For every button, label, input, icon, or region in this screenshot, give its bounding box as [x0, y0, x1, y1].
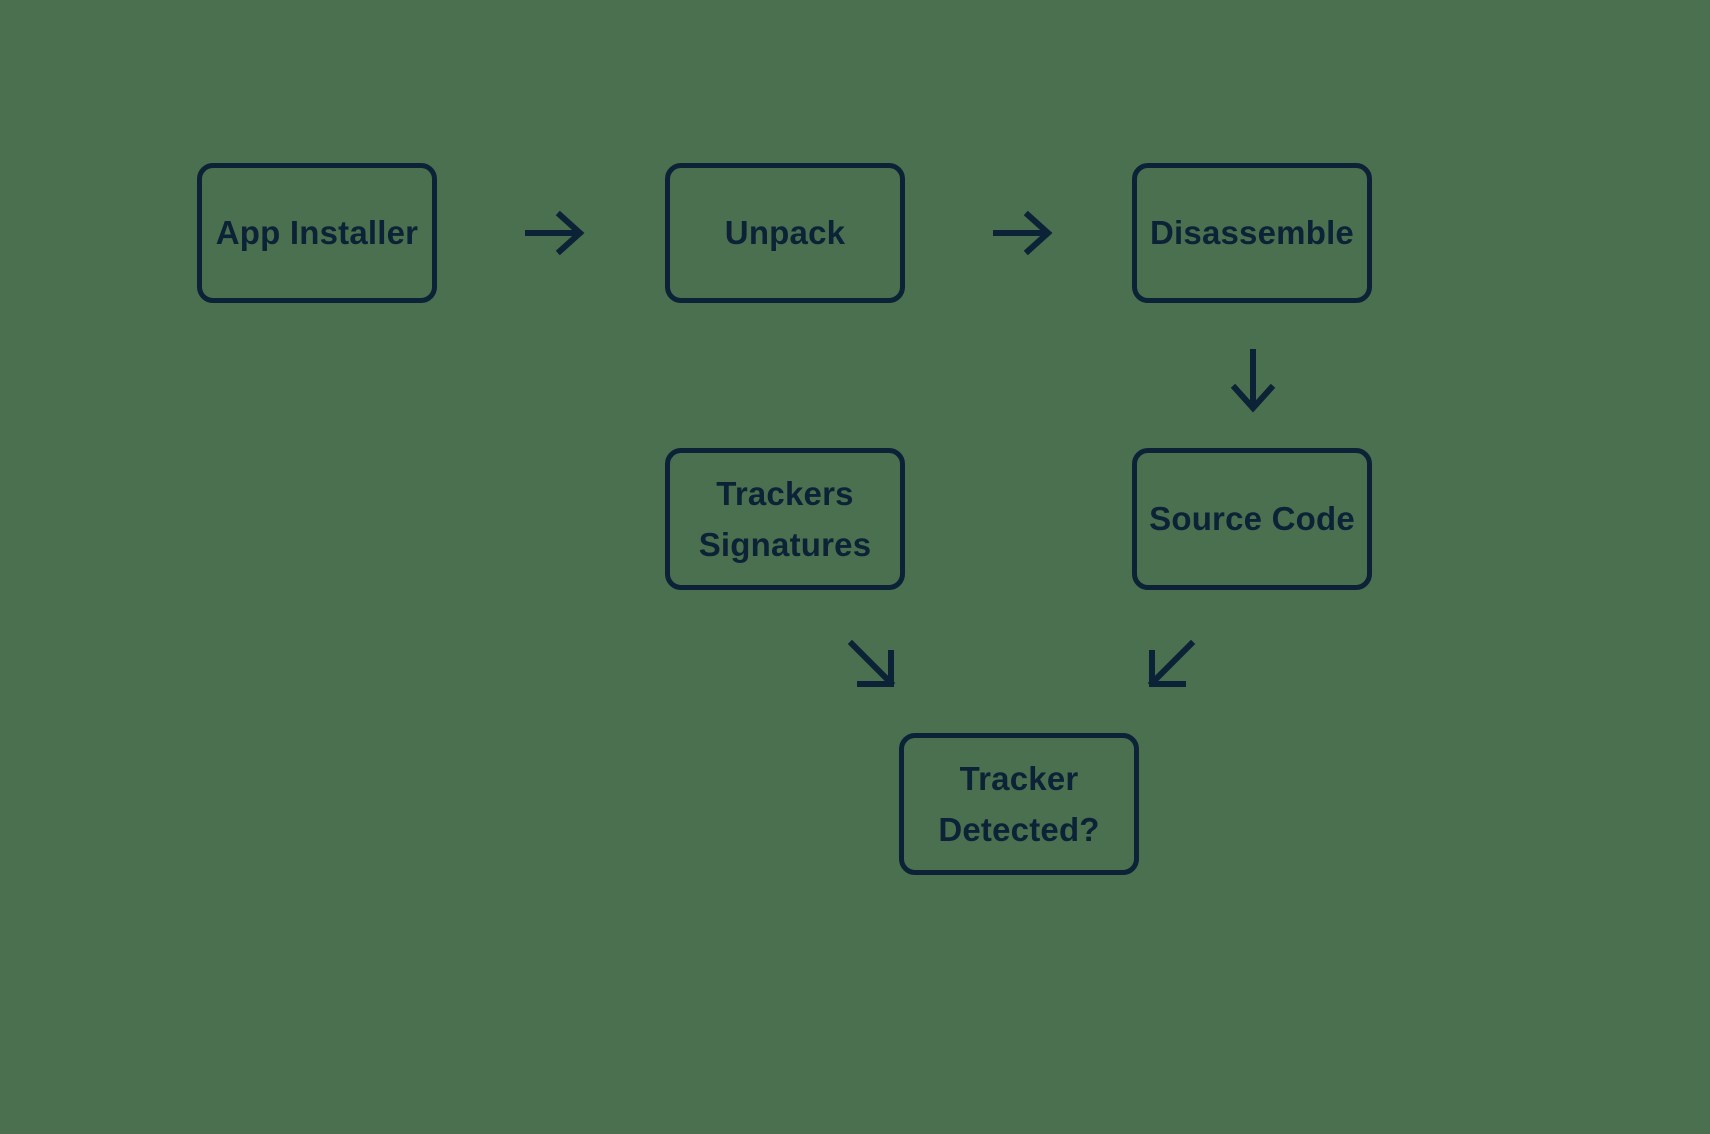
node-trackers-signatures[interactable]: Trackers Signatures — [665, 448, 905, 590]
node-unpack[interactable]: Unpack — [665, 163, 905, 303]
node-tracker-detected-label: Tracker Detected? — [938, 759, 1100, 848]
arrow-right-icon — [992, 205, 1054, 261]
node-source-code-label: Source Code — [1149, 500, 1355, 538]
arrow-right-icon — [524, 205, 586, 261]
node-app-installer[interactable]: App Installer — [197, 163, 437, 303]
node-tracker-detected[interactable]: Tracker Detected? — [899, 733, 1139, 875]
arrow-down-icon — [1228, 348, 1278, 414]
node-disassemble-label: Disassemble — [1150, 214, 1354, 252]
node-unpack-label: Unpack — [724, 214, 846, 252]
arrow-down-right-icon — [845, 637, 901, 693]
node-trackers-signatures-label: Trackers Signatures — [698, 474, 872, 563]
node-source-code[interactable]: Source Code — [1132, 448, 1372, 590]
node-app-installer-label: App Installer — [215, 214, 419, 252]
node-disassemble[interactable]: Disassemble — [1132, 163, 1372, 303]
arrow-down-left-icon — [1142, 637, 1198, 693]
